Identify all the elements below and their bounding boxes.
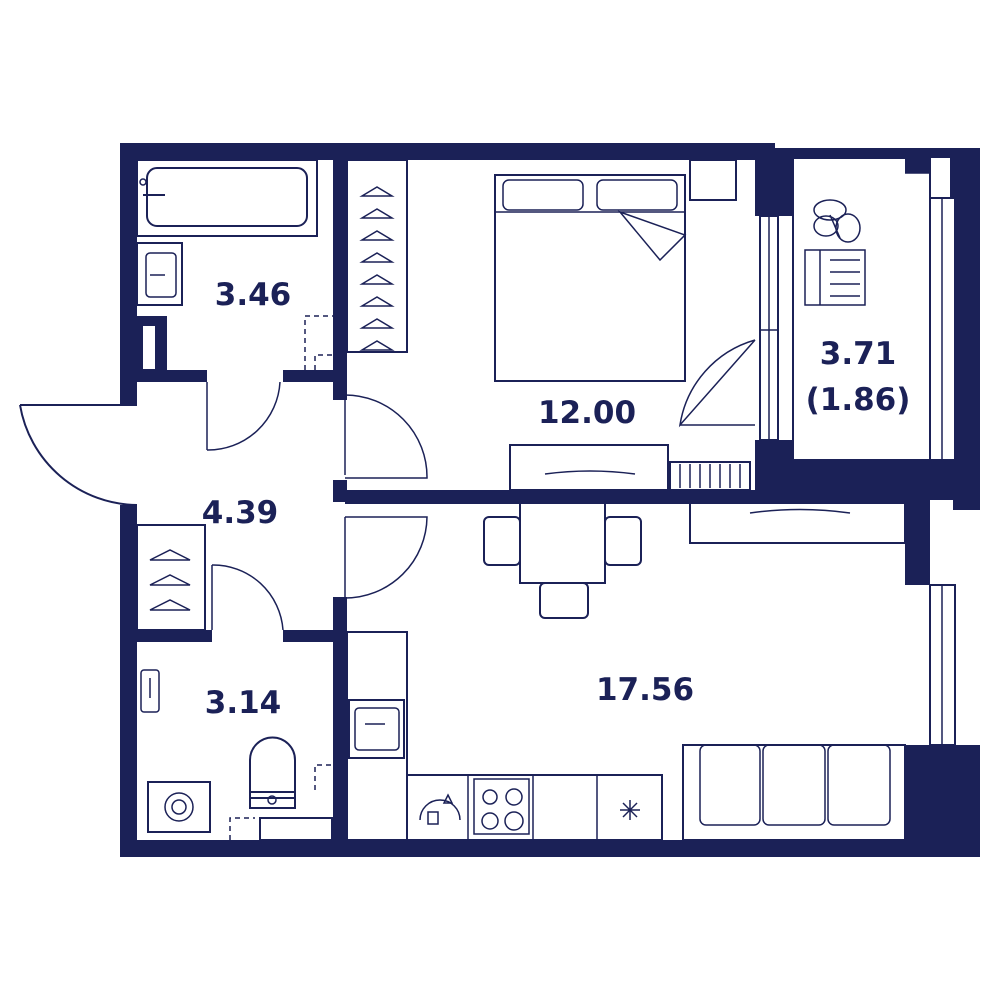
bedroom-furniture <box>494 159 756 491</box>
balcony-reduced-area-label: (1.86) <box>806 382 911 418</box>
stove-icon <box>473 778 530 835</box>
room-labels: 3.46 4.39 3.14 12.00 17.56 3.71 (1.86) <box>202 277 911 721</box>
balcony <box>792 157 931 461</box>
hall-closet <box>136 524 206 631</box>
balcony-area-label: 3.71 <box>820 336 897 372</box>
kitchen-living-area-label: 17.56 <box>596 672 694 708</box>
fridge-icon <box>620 800 640 820</box>
wardrobe <box>346 159 408 353</box>
bathroom-area-label: 3.46 <box>215 277 292 313</box>
doors <box>19 381 428 631</box>
hanger-icons <box>359 186 395 351</box>
hallway-area-label: 4.39 <box>202 495 279 531</box>
toilet-area-label: 3.14 <box>205 685 282 721</box>
toilet-fixtures <box>140 669 333 841</box>
kitchen-living-furniture <box>346 502 906 841</box>
dining-table <box>483 502 642 619</box>
walls <box>120 143 980 857</box>
sofa <box>682 744 906 841</box>
deck-chair-icon <box>804 249 866 306</box>
windows <box>759 197 956 746</box>
plant-icon <box>813 199 861 243</box>
bedroom-area-label: 12.00 <box>538 395 636 431</box>
dishwasher-icon <box>419 793 461 825</box>
bathroom-fixtures <box>136 159 333 370</box>
